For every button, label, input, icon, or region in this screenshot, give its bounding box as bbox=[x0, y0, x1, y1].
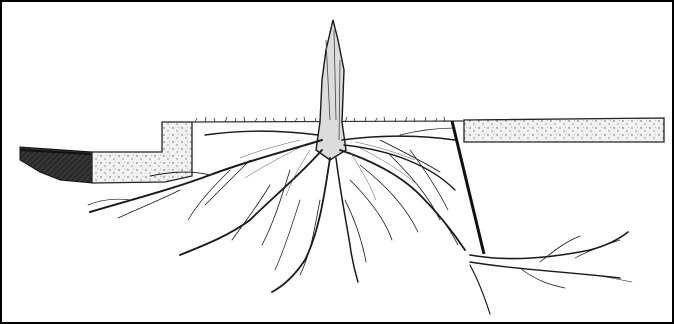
right-concrete-slab bbox=[464, 118, 664, 142]
